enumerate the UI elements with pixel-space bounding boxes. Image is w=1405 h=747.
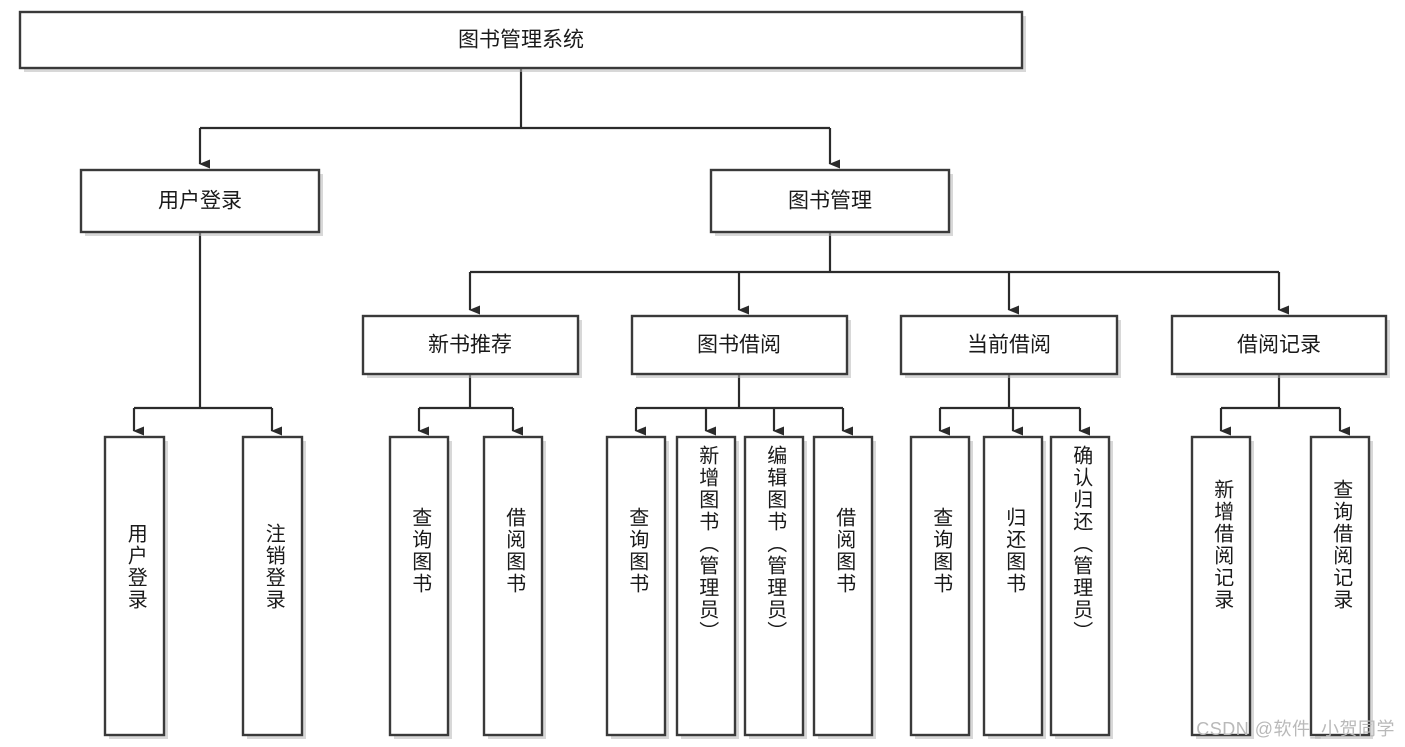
node-box [909, 435, 971, 737]
node-box [899, 314, 1119, 376]
node-label: 图书借阅 [697, 334, 781, 357]
node-leaf-confirm-return[interactable] [1049, 435, 1113, 739]
node-box [812, 435, 874, 737]
node-box [103, 435, 166, 737]
node-box [1190, 435, 1252, 737]
node-box [605, 435, 667, 737]
node-leaf-logout-login[interactable] [241, 435, 306, 739]
node-box [241, 435, 304, 737]
node-leaf-add-book[interactable] [675, 435, 739, 739]
node-label: 借阅记录 [1237, 334, 1321, 357]
node-new-book-recommend[interactable]: 新书推荐 [361, 314, 582, 378]
node-box [482, 435, 544, 737]
node-leaf-query-book-2[interactable] [605, 435, 669, 739]
node-box [361, 314, 580, 376]
node-box [630, 314, 849, 376]
node-current-borrow[interactable]: 当前借阅 [899, 314, 1121, 378]
node-label: 新书推荐 [428, 334, 512, 357]
node-system-root[interactable]: 图书管理系统 [18, 10, 1026, 72]
node-box [1049, 435, 1111, 737]
node-leaf-add-borrow-record[interactable] [1190, 435, 1254, 739]
node-box [18, 10, 1024, 70]
node-box [982, 435, 1044, 737]
node-box [675, 435, 737, 737]
node-leaf-edit-book[interactable] [743, 435, 807, 739]
node-leaf-user-login[interactable] [103, 435, 168, 739]
node-book-management[interactable]: 图书管理 [709, 168, 953, 236]
node-box [1309, 435, 1371, 737]
node-leaf-query-book-3[interactable] [909, 435, 973, 739]
node-label: 图书管理 [788, 190, 872, 213]
node-user-login[interactable]: 用户登录 [79, 168, 323, 236]
node-box [388, 435, 450, 737]
node-borrow-record[interactable]: 借阅记录 [1170, 314, 1390, 378]
node-leaf-borrow-book-2[interactable] [812, 435, 876, 739]
node-box [1170, 314, 1388, 376]
node-box [79, 168, 321, 234]
node-leaf-query-book-1[interactable] [388, 435, 452, 739]
node-label: 当前借阅 [967, 334, 1051, 357]
node-box [743, 435, 805, 737]
leaf-node-boxes [103, 435, 1373, 739]
watermark-text: CSDN @软件_小贺同学 [1196, 719, 1395, 739]
node-leaf-query-borrow-record[interactable] [1309, 435, 1373, 739]
connector-lines [132, 68, 1350, 436]
node-label: 用户登录 [158, 190, 242, 213]
node-leaf-borrow-book-1[interactable] [482, 435, 546, 739]
node-book-borrow[interactable]: 图书借阅 [630, 314, 851, 378]
node-label: 图书管理系统 [458, 29, 584, 52]
node-leaf-return-book[interactable] [982, 435, 1046, 739]
node-box [709, 168, 951, 234]
